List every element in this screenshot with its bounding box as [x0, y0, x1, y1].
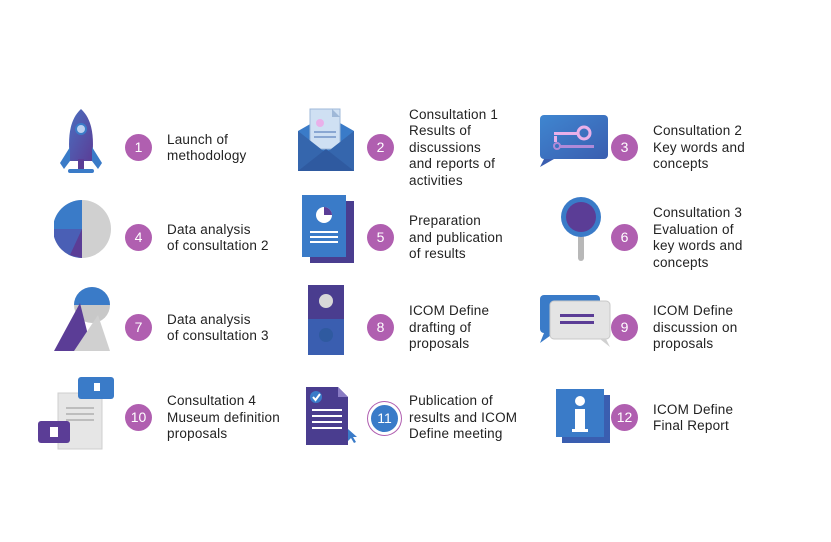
step-3: 3 Consultation 2 Key words and concepts: [540, 103, 800, 193]
step-label: Consultation 1 Results of discussions an…: [409, 106, 499, 188]
key-speech-bubble-icon: [540, 103, 630, 193]
step-number-badge: 2: [367, 134, 394, 161]
rocket-icon: [54, 103, 144, 193]
step-label: Consultation 2 Key words and concepts: [653, 123, 745, 172]
step-label: ICOM Define discussion on proposals: [653, 303, 738, 352]
step-number-badge: 1: [125, 134, 152, 161]
step-9: 9 ICOM Define discussion on proposals: [540, 283, 800, 373]
step-label: Data analysis of consultation 2: [167, 221, 269, 254]
step-label: ICOM Define Final Report: [653, 401, 734, 434]
step-number-badge: 10: [125, 404, 152, 431]
shapes-icon: [54, 283, 144, 373]
step-1: 1 Launch of methodology: [54, 103, 314, 193]
step-12: 12 ICOM Define Final Report: [540, 373, 800, 463]
step-number-badge: 5: [367, 224, 394, 251]
report-pages-icon: [296, 193, 386, 283]
step-number-badge: 6: [611, 224, 638, 251]
step-number-badge: 4: [125, 224, 152, 251]
step-label: Consultation 3 Evaluation of key words a…: [653, 205, 743, 270]
step-number-badge: 7: [125, 314, 152, 341]
envelope-document-icon: [296, 103, 386, 193]
step-label: Preparation and publication of results: [409, 213, 503, 262]
step-number-badge: 3: [611, 134, 638, 161]
step-2: 2 Consultation 1 Results of discussions …: [296, 103, 556, 193]
pie-chart-icon: [54, 193, 144, 283]
thumbs-feedback-icon: [38, 373, 128, 463]
step-4: 4 Data analysis of consultation 2: [54, 193, 314, 283]
step-10: 10 Consultation 4 Museum definition prop…: [38, 373, 298, 463]
step-number-badge: 12: [611, 404, 638, 431]
step-11: 11 Publication of results and ICOM Defin…: [296, 373, 556, 463]
step-8: 8 ICOM Define drafting of proposals: [296, 283, 556, 373]
step-label: Publication of results and ICOM Define m…: [409, 393, 518, 442]
step-number-badge: 8: [367, 314, 394, 341]
step-number-badge: 11: [370, 404, 399, 433]
step-5: 5 Preparation and publication of results: [296, 193, 556, 283]
step-label: Consultation 4 Museum definition proposa…: [167, 393, 280, 442]
step-label: ICOM Define drafting of proposals: [409, 303, 490, 352]
step-7: 7 Data analysis of consultation 3: [54, 283, 314, 373]
step-label: Launch of methodology: [167, 131, 247, 164]
info-icon: [540, 373, 630, 463]
magnifier-icon: [540, 193, 630, 283]
checked-document-icon: [296, 373, 386, 463]
step-number-badge: 9: [611, 314, 638, 341]
step-label: Data analysis of consultation 3: [167, 311, 269, 344]
chat-bubbles-icon: [540, 283, 630, 373]
dots-panel-icon: [296, 283, 386, 373]
step-6: 6 Consultation 3 Evaluation of key words…: [540, 193, 800, 283]
